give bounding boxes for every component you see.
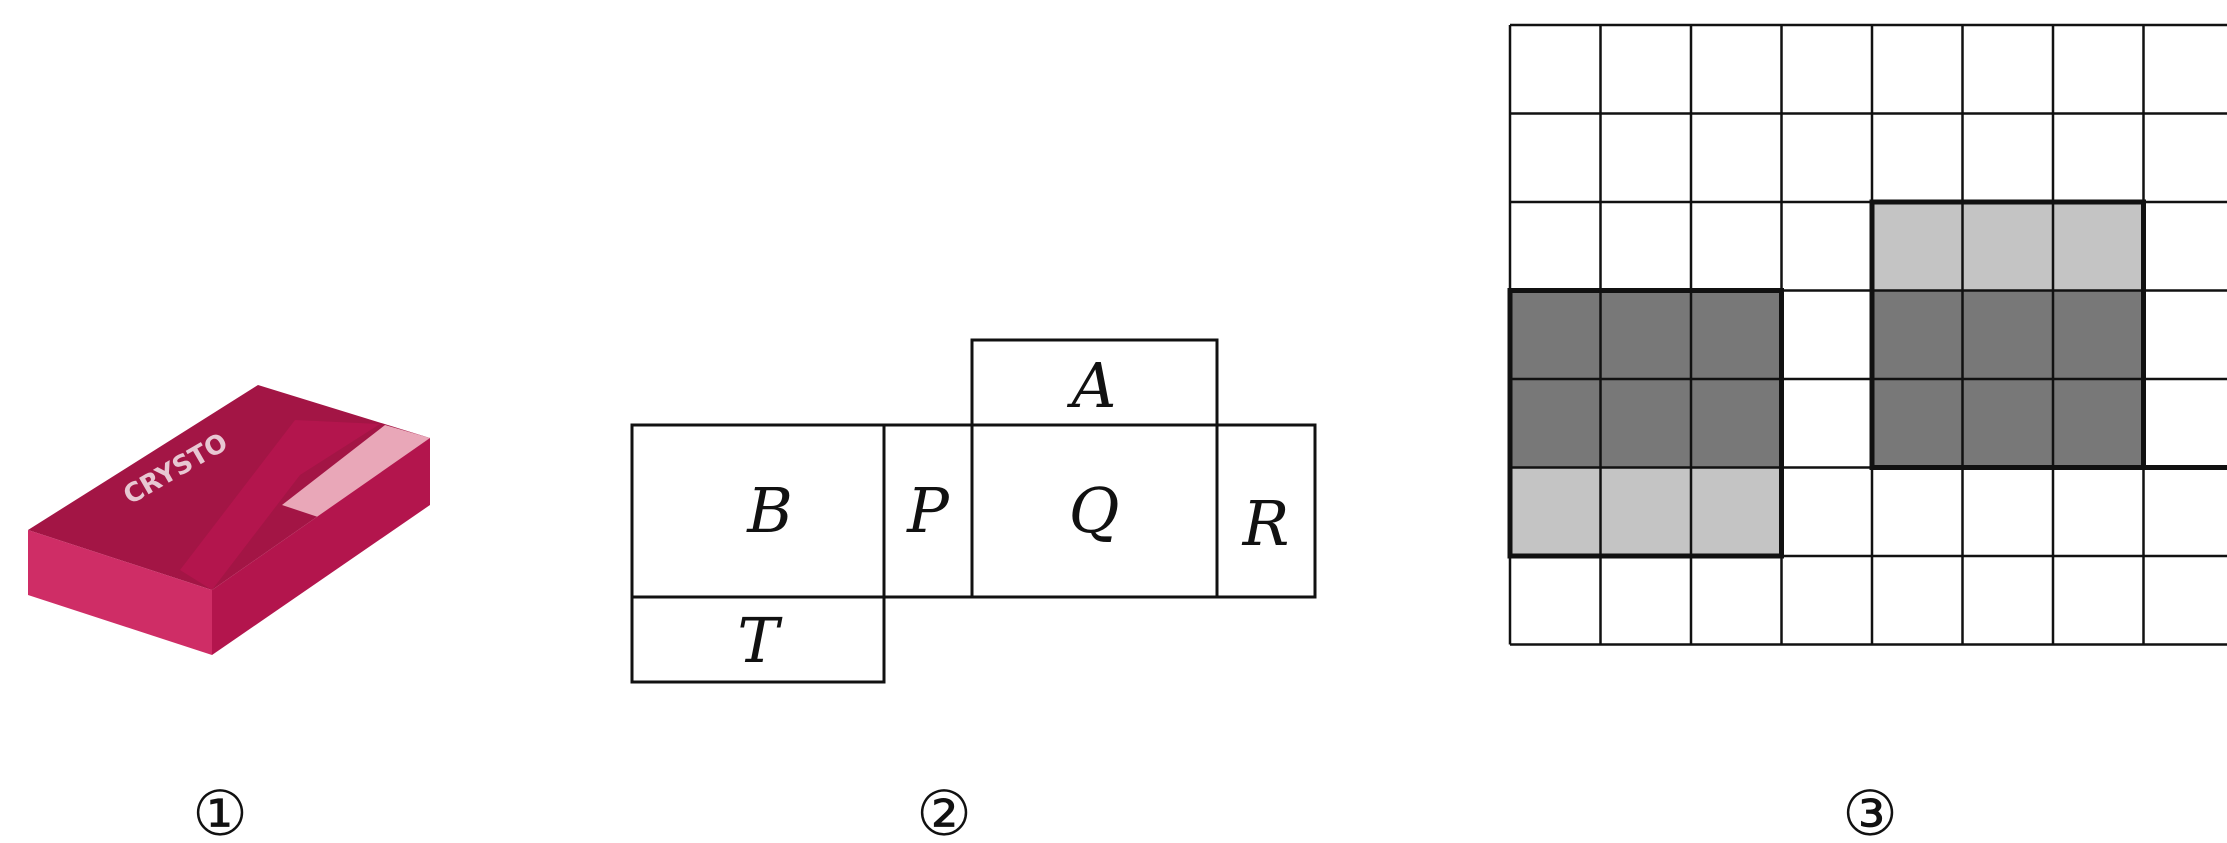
grid-cell-light (1962, 202, 2053, 291)
grid-cell-dark (1962, 379, 2053, 468)
grid-cell-dark (2053, 290, 2144, 379)
grid-cell-light (1872, 202, 1963, 291)
net-label-t: T (737, 604, 783, 677)
grid-block-left-outline (1507, 288, 1784, 559)
grid-block-outlines (1507, 199, 2227, 559)
grid-cell-dark (1872, 290, 1963, 379)
grid-cell-dark (1962, 290, 2053, 379)
net-label-a: A (1067, 349, 1117, 422)
grid-block-middle-outline (1869, 199, 2146, 470)
grid-cell-light (1691, 467, 1782, 556)
grid-cell-dark (1691, 379, 1782, 468)
figure-1-box: CRYSTO (28, 385, 430, 655)
figure-2-label: ② (916, 777, 972, 843)
grid-cell-dark (1510, 379, 1601, 468)
grid-cell-dark (1872, 379, 1963, 468)
box-top-stripe-light (282, 425, 430, 517)
grid-cell-dark (1510, 290, 1601, 379)
net-label-q: Q (1069, 474, 1120, 547)
figure-1-label: ① (192, 777, 248, 843)
figure-3-label: ③ (1842, 777, 1898, 843)
net-label-r: R (1242, 487, 1290, 560)
figure-2-net: A B P Q R T (630, 338, 1317, 684)
grid-cell-dark (1691, 290, 1782, 379)
net-face-t (630, 595, 886, 684)
box-top-stripe (180, 420, 380, 590)
grid-cell-dark (2053, 379, 2144, 468)
figure-3-grid (1507, 23, 2227, 646)
net-label-b: B (746, 474, 793, 547)
box-side-face (212, 438, 430, 655)
grid-shaded-cells (1510, 202, 2144, 556)
grid-cell-dark (1600, 379, 1691, 468)
box-front-face (28, 530, 212, 655)
grid-cell-light (1510, 467, 1601, 556)
net-face-r (1215, 423, 1317, 599)
net-label-p: P (906, 474, 950, 547)
grid-cell-light (2053, 202, 2144, 291)
grid-cell-dark (1600, 290, 1691, 379)
grid-cell-light (1600, 467, 1691, 556)
